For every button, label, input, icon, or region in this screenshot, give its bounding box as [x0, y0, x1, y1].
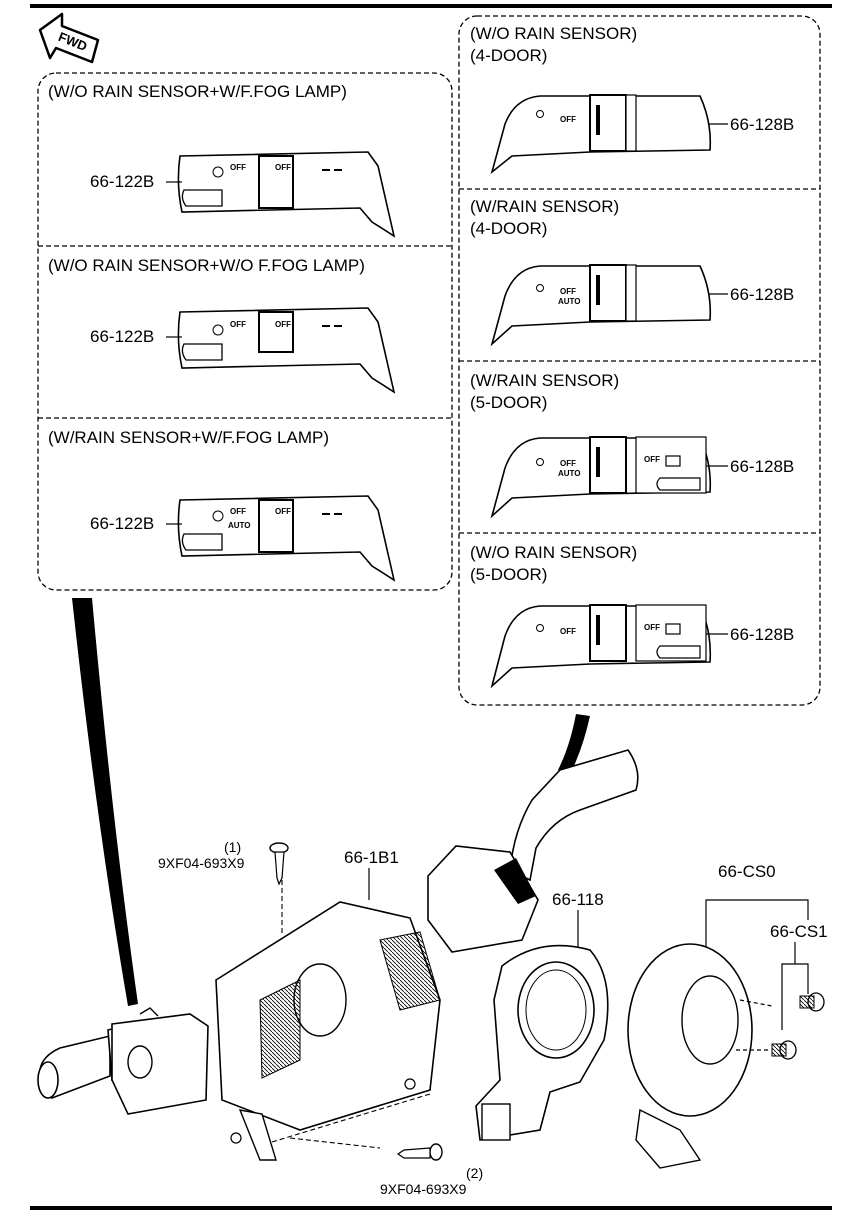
off-mark: OFF — [644, 623, 660, 632]
right-panel-3-subtitle: (5-DOOR) — [470, 393, 548, 412]
clock-spring-part: 66-118 — [552, 890, 604, 909]
screw-2-part: 9XF04-693X9 — [380, 1181, 467, 1197]
right-panel-4-title: (W/O RAIN SENSOR) — [470, 543, 638, 562]
right-panel-4-part: 66-128B — [730, 625, 795, 644]
clock-spring — [475, 944, 609, 1141]
headlight-switch-2 — [177, 307, 396, 394]
headlight-switch-1 — [177, 151, 396, 238]
top-rule — [30, 4, 832, 8]
cover-screw-part: 66-CS1 — [770, 922, 828, 941]
right-panel-2-title: (W/RAIN SENSOR) — [470, 197, 620, 216]
left-panel-1-title: (W/O RAIN SENSOR+W/F.FOG LAMP) — [48, 82, 347, 101]
bracket-part: 66-1B1 — [344, 848, 399, 867]
screw-2-index: (2) — [466, 1165, 484, 1181]
off-mark: OFF — [230, 320, 246, 329]
off-mark: OFF — [560, 287, 576, 296]
left-panel-1-part: 66-122B — [90, 172, 155, 191]
right-panel-4-subtitle: (5-DOOR) — [470, 565, 548, 584]
left-panel-2-part: 66-122B — [90, 327, 155, 346]
off-mark: OFF — [560, 115, 576, 124]
screw-1-index: (1) — [224, 839, 242, 855]
callout-left — [72, 598, 138, 1006]
right-panel-1-part: 66-128B — [730, 115, 795, 134]
left-panel-2-title: (W/O RAIN SENSOR+W/O F.FOG LAMP) — [48, 256, 365, 275]
off-mark: OFF — [230, 507, 246, 516]
off-mark: OFF — [644, 455, 660, 464]
left-panel-3-part: 66-122B — [90, 514, 155, 533]
right-panel-3-part: 66-128B — [730, 457, 795, 476]
off-mark: OFF — [275, 320, 291, 329]
wiper-switch-4 — [490, 604, 712, 689]
off-mark: OFF — [560, 459, 576, 468]
auto-mark: AUTO — [228, 521, 251, 530]
headlight-switch-3 — [177, 495, 396, 582]
off-mark: OFF — [275, 163, 291, 172]
screw-1-part: 9XF04-693X9 — [158, 855, 245, 871]
screw-1-icon — [269, 842, 289, 886]
wiper-switch-1 — [490, 94, 712, 175]
right-panel-3-title: (W/RAIN SENSOR) — [470, 371, 620, 390]
auto-mark: AUTO — [558, 297, 581, 306]
headlight-lever-assembly — [37, 1007, 209, 1115]
wiper-lever-assembly — [427, 749, 639, 953]
right-panel-2-part: 66-128B — [730, 285, 795, 304]
off-mark: OFF — [275, 507, 291, 516]
cover-part: 66-CS0 — [718, 862, 776, 881]
wiper-switch-2 — [490, 264, 712, 347]
screw-2-icon — [396, 1143, 443, 1161]
left-group-frame — [37, 72, 453, 591]
combination-switch-bracket — [215, 901, 441, 1161]
off-mark: OFF — [560, 627, 576, 636]
steering-column-cover — [627, 943, 773, 1169]
right-panel-2-subtitle: (4-DOOR) — [470, 219, 548, 238]
off-mark: OFF — [230, 163, 246, 172]
auto-mark: AUTO — [558, 469, 581, 478]
bottom-rule — [30, 1206, 832, 1210]
wiper-switch-3 — [490, 436, 712, 519]
right-panel-1-subtitle: (4-DOOR) — [470, 46, 548, 65]
left-panel-3-title: (W/RAIN SENSOR+W/F.FOG LAMP) — [48, 428, 329, 447]
fwd-arrow-icon — [38, 12, 100, 64]
cover-screw-icon — [771, 992, 825, 1060]
right-panel-1-title: (W/O RAIN SENSOR) — [470, 24, 638, 43]
callout-right — [558, 714, 590, 778]
